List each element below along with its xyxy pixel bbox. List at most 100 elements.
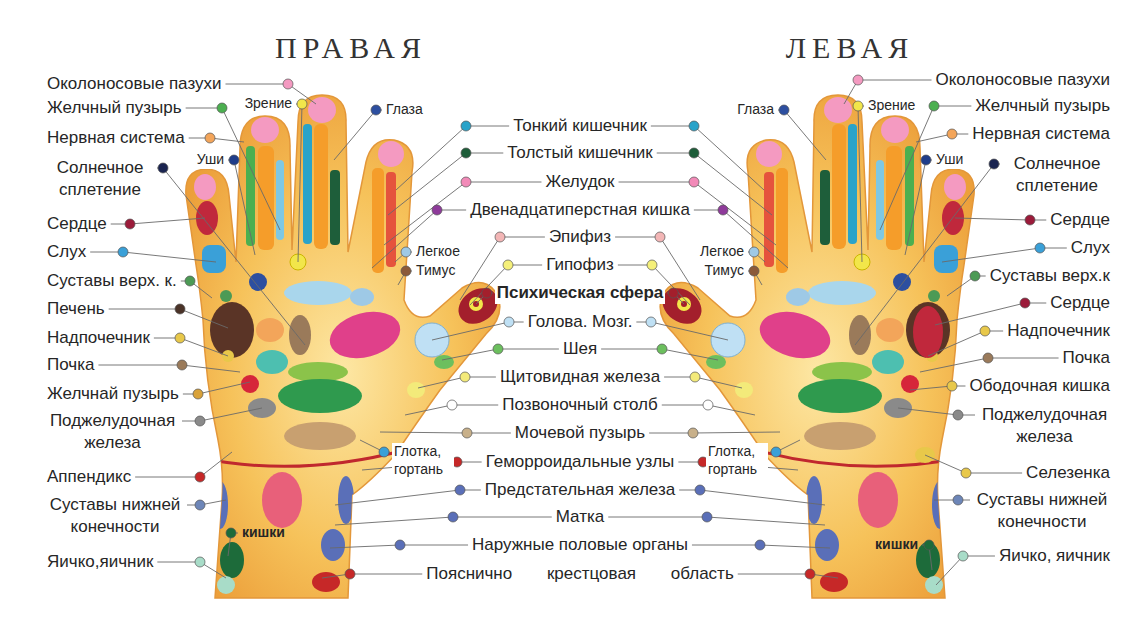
marker-dot xyxy=(175,304,185,314)
reflex-zone xyxy=(325,304,406,365)
hand-outline xyxy=(186,95,500,598)
leader-line xyxy=(898,408,958,415)
leader-line xyxy=(130,218,205,224)
marker-dot xyxy=(175,333,185,343)
leader-line xyxy=(200,452,232,477)
organ-label: Пояснично крестцовая область xyxy=(424,563,736,584)
reflex-zone xyxy=(913,306,943,358)
marker-dot xyxy=(195,472,205,482)
marker-dot xyxy=(371,105,381,115)
marker-dot xyxy=(958,551,968,561)
organ-label: Тимус xyxy=(414,262,457,280)
marker-dot xyxy=(448,512,458,522)
reflex-zone xyxy=(202,245,226,273)
reflex-zone xyxy=(372,168,384,273)
organ-label: Суставы нижней конечности xyxy=(45,494,185,537)
organ-label: Желчный пузырь xyxy=(45,97,184,118)
organ-label: Слух xyxy=(45,241,88,262)
organ-label: Нервная система xyxy=(45,127,187,148)
leader-line xyxy=(466,153,503,154)
organ-label: Почка xyxy=(1061,347,1112,368)
leader-line xyxy=(384,182,466,245)
organ-label: Двенадцатиперстная кишка xyxy=(468,199,692,220)
marker-dot xyxy=(980,326,990,336)
reflex-zone xyxy=(241,375,259,393)
leader-line xyxy=(662,405,708,406)
leader-line xyxy=(936,556,963,585)
reflex-zone xyxy=(407,382,425,398)
organ-label: Голова. Мозг. xyxy=(526,311,635,332)
organ-label: Мочевой пузырь xyxy=(513,422,647,443)
leader-line xyxy=(163,168,305,345)
leader-line xyxy=(135,477,200,478)
reflex-zone xyxy=(220,542,244,578)
leader-line xyxy=(180,309,228,328)
marker-dot xyxy=(118,247,128,257)
reflex-zone xyxy=(262,472,302,528)
leader-line xyxy=(694,182,776,245)
marker-dot xyxy=(1020,298,1030,308)
organ-label: Суставы верх. к. xyxy=(45,270,179,291)
organ-label: Поджелудочная железа xyxy=(45,410,180,453)
hand-heading: ПРАВАЯ xyxy=(273,29,429,67)
leader-line xyxy=(222,108,280,230)
fingertip-zone xyxy=(194,174,216,200)
leader-line xyxy=(405,405,452,415)
leader-line xyxy=(858,106,862,262)
reflex-zone xyxy=(249,273,267,291)
marker-dot xyxy=(702,512,712,522)
leader-line xyxy=(916,134,952,142)
leader-line xyxy=(380,432,467,433)
organ-label: Матка xyxy=(554,506,607,527)
leader-line xyxy=(708,405,755,415)
organ-label: Уши xyxy=(934,151,965,169)
leader-line xyxy=(651,126,694,127)
organ-label: Зрение xyxy=(866,97,917,115)
leader-line xyxy=(692,545,760,546)
leader-line xyxy=(186,108,222,109)
leader-line xyxy=(498,349,559,350)
reflex-zone xyxy=(338,476,354,524)
marker-dot xyxy=(379,447,389,457)
organ-label: Околоносовые пазухи xyxy=(934,69,1112,90)
organ-label: Глаза xyxy=(384,101,425,119)
reflex-zone xyxy=(288,362,348,382)
leader-line xyxy=(500,237,545,238)
leader-line xyxy=(615,237,660,238)
organ-label: Околоносовые пазухи xyxy=(45,73,223,94)
organ-label: Сердце xyxy=(45,213,109,234)
leader-line xyxy=(693,432,780,433)
marker-dot xyxy=(689,121,699,131)
organ-label: Гипофиз xyxy=(544,254,616,275)
marker-dot xyxy=(961,468,971,478)
leader-line xyxy=(298,104,302,262)
leader-line xyxy=(388,153,466,215)
organ-label: Уши xyxy=(195,151,226,169)
marker-dot xyxy=(929,101,939,111)
organ-label: Эпифиз xyxy=(547,226,613,247)
leader-line xyxy=(619,182,694,183)
leader-line xyxy=(855,164,994,345)
marker-dot xyxy=(455,485,465,495)
leader-line xyxy=(920,358,988,372)
organ-label: Шея xyxy=(561,338,599,359)
organ-label: Селезенка xyxy=(1024,462,1112,483)
organ-label: Психическая сфера xyxy=(495,282,666,303)
leader-line xyxy=(180,338,228,356)
leader-line xyxy=(695,377,742,388)
leader-line xyxy=(601,349,662,350)
organ-label: Ободочная кишка xyxy=(967,375,1112,396)
marker-dot xyxy=(193,389,203,399)
organ-label: Тимус xyxy=(703,262,746,280)
marker-dot xyxy=(158,163,168,173)
marker-dot xyxy=(953,410,963,420)
organ-label: Глаза xyxy=(735,101,776,119)
marker-dot xyxy=(647,260,657,270)
organ-label: Сердце xyxy=(1048,209,1112,230)
organ-label: Суставы верх.к xyxy=(988,265,1112,286)
leader-line xyxy=(925,455,966,473)
organ-label: Нервная система xyxy=(970,123,1112,144)
leader-line xyxy=(966,473,1022,474)
marker-dot xyxy=(205,133,215,143)
marker-dot xyxy=(749,247,759,257)
